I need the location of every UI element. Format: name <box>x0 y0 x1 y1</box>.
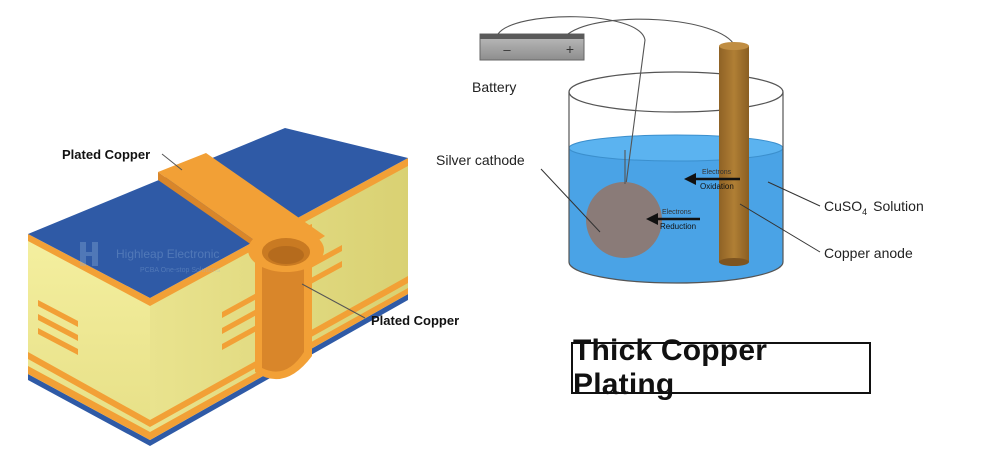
watermark-name: Highleap Electronic <box>116 247 219 261</box>
plated-copper-leader-top <box>161 153 183 171</box>
beaker-body <box>568 92 784 284</box>
oxidation-label: Oxidation <box>700 182 734 191</box>
silver-cathode-label: Silver cathode <box>436 152 525 168</box>
pcb-inner-copper-front <box>28 352 150 427</box>
solution-label-sub: 4 <box>862 207 867 217</box>
plated-copper-label-top: Plated Copper <box>62 147 150 162</box>
title-box: Thick Copper Plating <box>571 334 871 401</box>
reduction-arrow: Electrons Reduction <box>646 209 700 231</box>
copper-anode-bottom <box>719 258 749 266</box>
battery: – + <box>479 33 585 61</box>
copper-anode <box>719 46 749 262</box>
solution-leader <box>767 181 821 207</box>
watermark-tagline: PCBA One-stop Solutions <box>140 267 221 274</box>
wire-to-cathode <box>497 16 646 193</box>
page-title: Thick Copper Plating <box>573 334 768 401</box>
battery-plus: + <box>566 41 574 57</box>
watermark: Highleap Electronic PCBA One-stop Soluti… <box>80 242 221 274</box>
oxidation-electrons: Electrons <box>702 169 732 176</box>
solution-label-prefix: CuSO <box>824 198 862 214</box>
solution-surface <box>568 134 784 162</box>
copper-anode-top <box>719 42 749 50</box>
wire-to-anode <box>567 18 736 47</box>
reduction-label: Reduction <box>660 222 696 231</box>
copper-anode-leader <box>739 203 821 253</box>
battery-minus: – <box>503 42 511 57</box>
plated-copper-label-via: Plated Copper <box>371 313 459 328</box>
copper-anode-label: Copper anode <box>824 245 913 261</box>
plated-copper-leader-via <box>301 283 366 319</box>
beaker-rim <box>568 71 784 113</box>
silver-cathode <box>586 182 662 258</box>
reduction-electrons: Electrons <box>662 209 692 216</box>
silver-cathode-leader <box>540 168 601 233</box>
solution-label-suffix: Solution <box>873 198 924 214</box>
pcb-front-traces <box>38 300 78 355</box>
solution-label: CuSO4 Solution <box>824 198 924 217</box>
pcb-illustration: Highleap Electronic PCBA One-stop Soluti… <box>28 128 459 446</box>
battery-label: Battery <box>472 79 516 95</box>
pcb-top-copper-front <box>28 234 150 306</box>
pcb-via-hole-depth <box>268 246 304 264</box>
oxidation-arrow: Electrons Oxidation <box>684 169 740 191</box>
electrolytic-cell: – + Battery Electrons Oxidation Electron… <box>436 16 924 284</box>
